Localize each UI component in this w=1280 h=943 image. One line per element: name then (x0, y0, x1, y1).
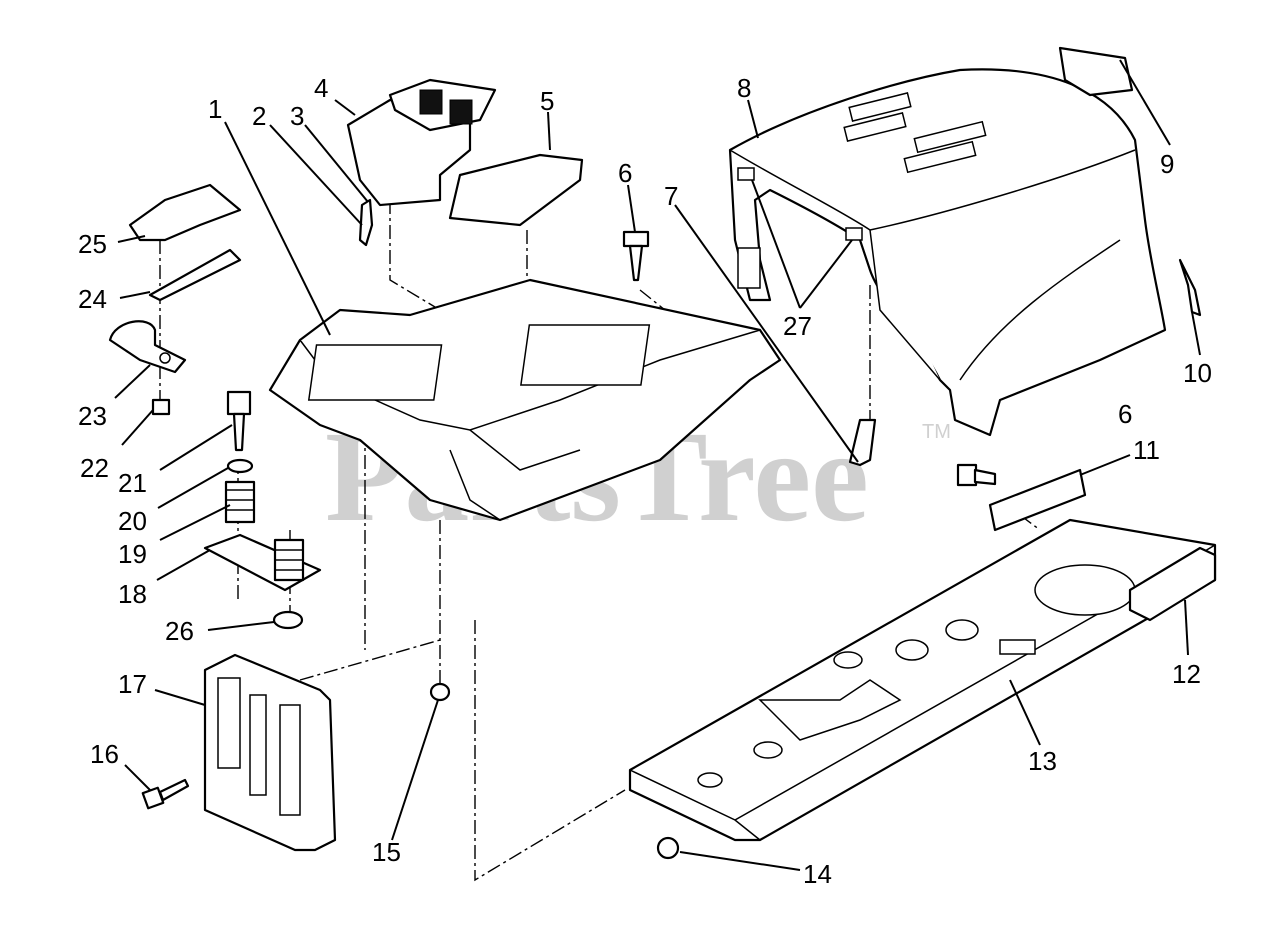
callout-4: 4 (314, 73, 328, 103)
bolt-21 (226, 390, 252, 452)
callout-24: 24 (78, 284, 107, 314)
callout-16: 16 (90, 739, 119, 769)
callout-6-lower: 6 (1118, 399, 1132, 429)
tube (358, 198, 374, 247)
callout-1: 1 (208, 94, 222, 124)
screw-lower (956, 463, 997, 487)
callout-12: 12 (1172, 659, 1201, 689)
callout-26: 26 (165, 616, 194, 646)
side-panel (203, 653, 337, 852)
frame (628, 518, 1217, 842)
callout-19: 19 (118, 539, 147, 569)
callout-10: 10 (1183, 358, 1212, 388)
washer-26 (272, 610, 304, 630)
washer-20 (226, 458, 254, 474)
callout-17: 17 (118, 669, 147, 699)
callout-9: 9 (1160, 149, 1174, 179)
callout-2: 2 (252, 101, 266, 131)
bracket-11 (988, 468, 1087, 532)
callout-labels: 1 2 3 4 5 6 6 7 8 9 10 11 12 13 14 15 16… (78, 73, 1212, 889)
callout-15: 15 (372, 837, 401, 867)
hood-vents (843, 92, 987, 174)
callout-25: 25 (78, 229, 107, 259)
hood-bracket (848, 418, 877, 467)
strip-24 (148, 248, 242, 302)
callout-21: 21 (118, 468, 147, 498)
bracket-18 (203, 533, 322, 592)
body-panel (268, 278, 782, 522)
callout-27: 27 (783, 311, 812, 341)
callout-13: 13 (1028, 746, 1057, 776)
nut-22 (151, 398, 171, 416)
decal (448, 153, 584, 227)
callout-20: 20 (118, 506, 147, 536)
hood-clips (737, 167, 863, 241)
nut-15 (429, 682, 451, 702)
screw-upper (622, 230, 650, 282)
callout-8: 8 (737, 73, 751, 103)
nut-14 (656, 836, 680, 860)
callout-14: 14 (803, 859, 832, 889)
callout-22: 22 (80, 453, 109, 483)
hood (728, 68, 1167, 437)
callout-5: 5 (540, 86, 554, 116)
plate-25 (128, 183, 242, 242)
bolt-16 (141, 778, 190, 810)
watermark-trademark: TM (922, 421, 951, 443)
callout-6-upper: 6 (618, 158, 632, 188)
spring-19 (224, 480, 256, 524)
hood-insert (1058, 46, 1134, 97)
callout-3: 3 (290, 101, 304, 131)
callout-11: 11 (1133, 435, 1160, 465)
callout-18: 18 (118, 579, 147, 609)
hood-clip (1178, 258, 1202, 317)
end-tube (1128, 546, 1217, 622)
callout-23: 23 (78, 401, 107, 431)
clamp-23 (108, 320, 187, 374)
leader-lines (114, 59, 1201, 871)
callout-7: 7 (664, 181, 678, 211)
storage-tray (346, 78, 497, 207)
